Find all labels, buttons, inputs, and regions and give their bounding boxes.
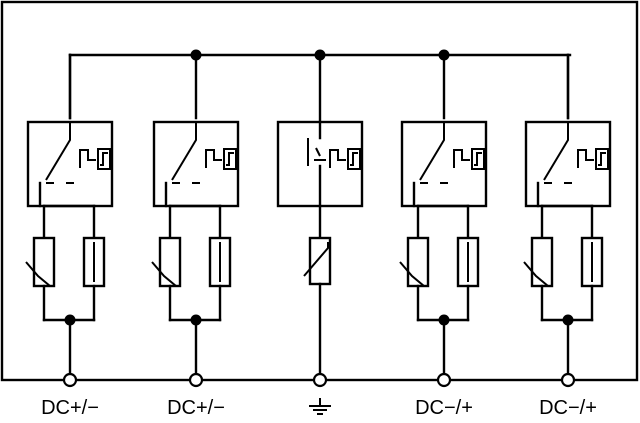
terminal-3 [312,372,328,388]
varistor-element [32,236,56,288]
varistor-element [406,236,430,288]
thermal-indicator [79,149,96,168]
varistor-slash [523,261,552,287]
thermal-indicator [577,149,594,168]
indicator-frame [595,148,609,170]
branch-2 [151,53,240,388]
varistor-slash [399,261,428,287]
varistor-slash [151,261,180,287]
indicator-step [598,152,606,166]
protection-branches [25,53,612,388]
branch-1 [25,53,114,388]
ground-icon [309,398,331,415]
switch-blade [315,147,321,157]
disconnect-blade [171,122,197,181]
branch-5 [523,53,612,388]
indicator-frame [223,148,237,170]
disconnect-blade [45,122,71,181]
thermal-indicator [453,149,470,168]
indicator-frame [471,148,485,170]
terminal-label-2: DC+/− [167,397,225,419]
indicator-step [474,152,482,166]
varistor-element [530,236,554,288]
terminal-2 [188,372,204,388]
thermal-indicator [329,149,346,168]
indicator-step [100,152,108,166]
varistor-slash [25,261,54,287]
indicator-frame [347,148,361,170]
varistor-element [158,236,182,288]
terminal-5 [560,372,576,388]
varistor-slash [303,242,329,277]
thermal-indicator [205,149,222,168]
terminal-label-5: DC−/+ [539,397,597,419]
branch-3 [276,53,364,388]
indicator-step [226,152,234,166]
disconnect-blade [419,122,445,181]
terminal-1 [62,372,78,388]
terminal-4 [436,372,452,388]
indicator-frame [97,148,111,170]
indicator-step [350,152,358,166]
terminal-label-1: DC+/− [41,397,99,419]
branch-4 [399,53,488,388]
terminal-label-4: DC−/+ [415,397,473,419]
disconnect-blade [543,122,569,181]
